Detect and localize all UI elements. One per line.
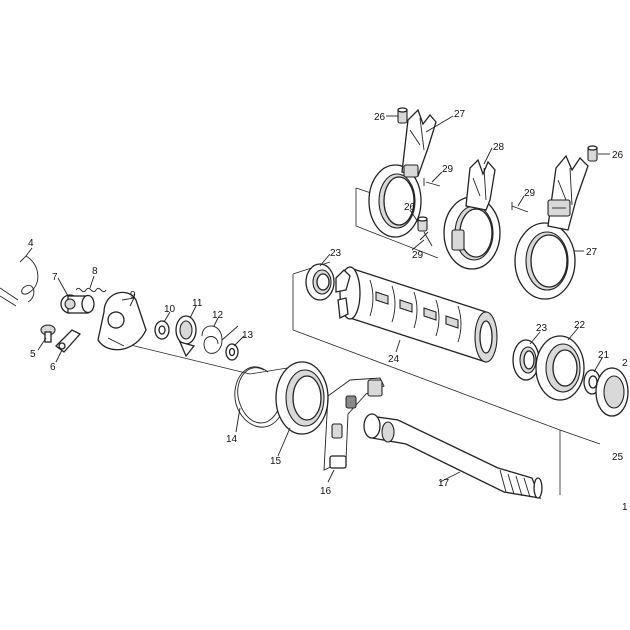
callout-15: 15 [270, 456, 282, 467]
detent-kit-16 [323, 377, 385, 471]
fork-pin-26-middle [417, 216, 428, 232]
callout-8: 8 [92, 266, 98, 277]
callout-23: 23 [536, 323, 548, 334]
oil-seal-15 [275, 361, 329, 435]
leader-lines [25, 115, 610, 483]
spring-4 [0, 255, 39, 307]
callout-26: 26 [374, 112, 386, 123]
callout-29: 29 [412, 250, 424, 261]
selector-plate-9 [97, 291, 147, 351]
shift-fork-27-right [514, 154, 589, 300]
pin-7 [60, 294, 95, 314]
callout-5: 5 [30, 349, 36, 360]
callout-1: 1 [622, 502, 628, 513]
washer-10 [154, 320, 170, 340]
bearing-22 [535, 335, 585, 401]
fork-clip-29-c [511, 202, 529, 213]
callout-29: 29 [524, 188, 536, 199]
callout-25: 25 [612, 452, 624, 463]
callout-26: 26 [404, 202, 416, 213]
fork-pin-26-upper [397, 107, 408, 124]
circlip-14 [234, 366, 283, 428]
callout-9: 9 [130, 290, 136, 301]
callout-24: 24 [388, 354, 400, 365]
callout-11: 11 [192, 298, 203, 309]
washer-13 [225, 343, 239, 361]
bearing-2x [595, 367, 629, 417]
bearing-23-left [305, 263, 335, 301]
callout-4: 4 [28, 238, 34, 249]
callout-2: 2 [622, 358, 628, 369]
fork-clip-29-b [419, 231, 433, 247]
callout-23: 23 [330, 248, 342, 259]
callout-10: 10 [164, 304, 176, 315]
callout-12: 12 [212, 310, 224, 321]
shift-shaft-frame [109, 339, 313, 375]
callout-29: 29 [442, 164, 454, 175]
cam-11 [175, 315, 197, 358]
callout-28: 28 [493, 142, 505, 153]
shift-fork-27-upper [368, 108, 437, 238]
callout-27: 27 [454, 109, 466, 120]
callout-13: 13 [242, 330, 254, 341]
shift-fork-28 [443, 158, 501, 270]
bearing-23-right [512, 339, 540, 381]
callout-14: 14 [226, 434, 238, 445]
fork-pin-26-right [587, 145, 598, 162]
callout-numbers: 26 27 28 29 26 29 26 29 27 23 4 7 8 9 10… [28, 109, 628, 513]
shift-shaft-17 [363, 413, 543, 499]
screw-5 [40, 324, 56, 343]
callout-7: 7 [52, 272, 58, 283]
spring-12 [201, 325, 239, 354]
shift-drum-24 [335, 266, 498, 363]
callout-21: 21 [598, 350, 610, 361]
callout-26: 26 [612, 150, 624, 161]
callout-17: 17 [438, 478, 450, 489]
callout-22: 22 [574, 320, 586, 331]
callout-27: 27 [586, 247, 598, 258]
callout-6: 6 [50, 362, 56, 373]
fork-clip-29-a [423, 178, 441, 187]
callout-16: 16 [320, 486, 332, 497]
lever-6 [55, 329, 82, 353]
spring-8 [75, 287, 107, 293]
